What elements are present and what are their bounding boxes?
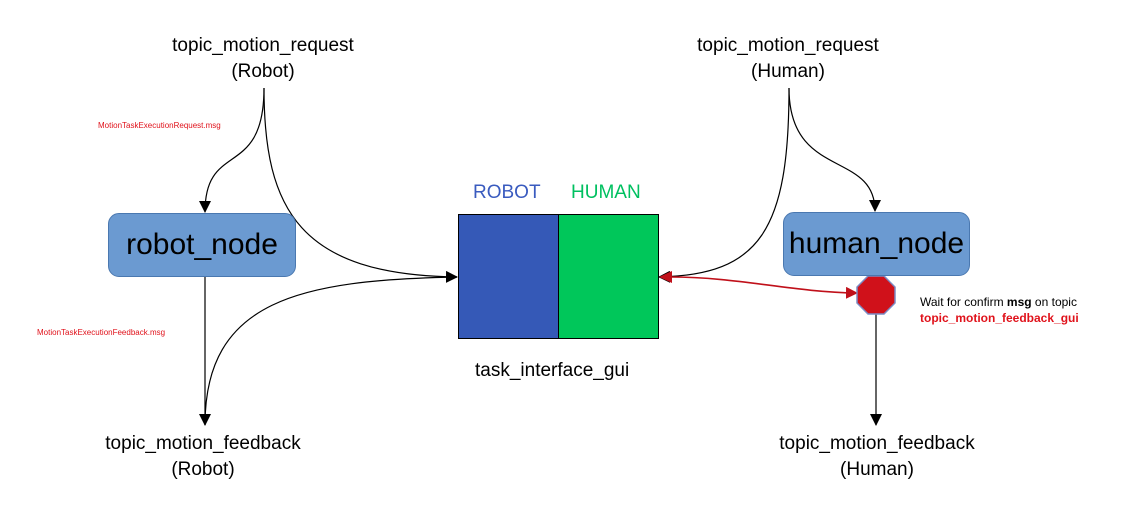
confirm-note-bold: msg — [1006, 295, 1032, 309]
edge-robot-request-to-node — [199, 87, 265, 213]
robot-feedback-topic-owner: (Robot) — [171, 459, 235, 480]
edge-gui-to-stop-sign — [669, 276, 858, 299]
human-feedback-topic-owner: (Human) — [840, 459, 914, 480]
human-request-topic-owner: (Human) — [751, 61, 825, 82]
gui-label: task_interface_gui — [475, 360, 630, 381]
gui-human-header: HUMAN — [571, 182, 641, 203]
confirm-note-topic: topic_motion_feedback_gui — [920, 311, 1079, 325]
human-request-topic: topic_motion_request (Human) — [668, 33, 908, 85]
gui-human-panel[interactable] — [558, 214, 659, 339]
edge-robot-request-to-gui — [263, 87, 458, 283]
stop-sign-icon — [856, 275, 896, 315]
confirm-note-suffix: on topic — [1031, 295, 1077, 309]
robot-request-topic: topic_motion_request (Robot) — [143, 33, 383, 85]
human-node[interactable]: human_node — [783, 212, 970, 276]
human-request-topic-name: topic_motion_request — [697, 35, 879, 56]
request-msg-label: MotionTaskExecutionRequest.msg — [98, 121, 221, 130]
human-feedback-topic-name: topic_motion_feedback — [779, 433, 975, 454]
robot-node[interactable]: robot_node — [108, 213, 296, 277]
robot-request-topic-owner: (Robot) — [231, 61, 295, 82]
confirm-note: Wait for confirm msg on topic topic_moti… — [920, 294, 1079, 326]
confirm-note-line1: Wait for confirm msg on topic — [920, 294, 1079, 310]
gui-robot-header: ROBOT — [473, 182, 541, 203]
robot-feedback-topic: topic_motion_feedback (Robot) — [83, 431, 323, 483]
edge-human-request-to-gui — [658, 87, 790, 283]
confirm-note-line2: topic_motion_feedback_gui — [920, 310, 1079, 326]
robot-feedback-topic-name: topic_motion_feedback — [105, 433, 301, 454]
feedback-msg-label: MotionTaskExecutionFeedback.msg — [37, 328, 166, 337]
confirm-note-prefix: Wait for confirm — [920, 295, 1007, 309]
edge-gui-to-robot-feedback — [204, 276, 458, 426]
edge-human-request-to-node — [788, 87, 881, 212]
robot-request-topic-name: topic_motion_request — [172, 35, 354, 56]
human-feedback-topic: topic_motion_feedback (Human) — [757, 431, 997, 483]
gui-robot-panel[interactable] — [458, 214, 559, 339]
